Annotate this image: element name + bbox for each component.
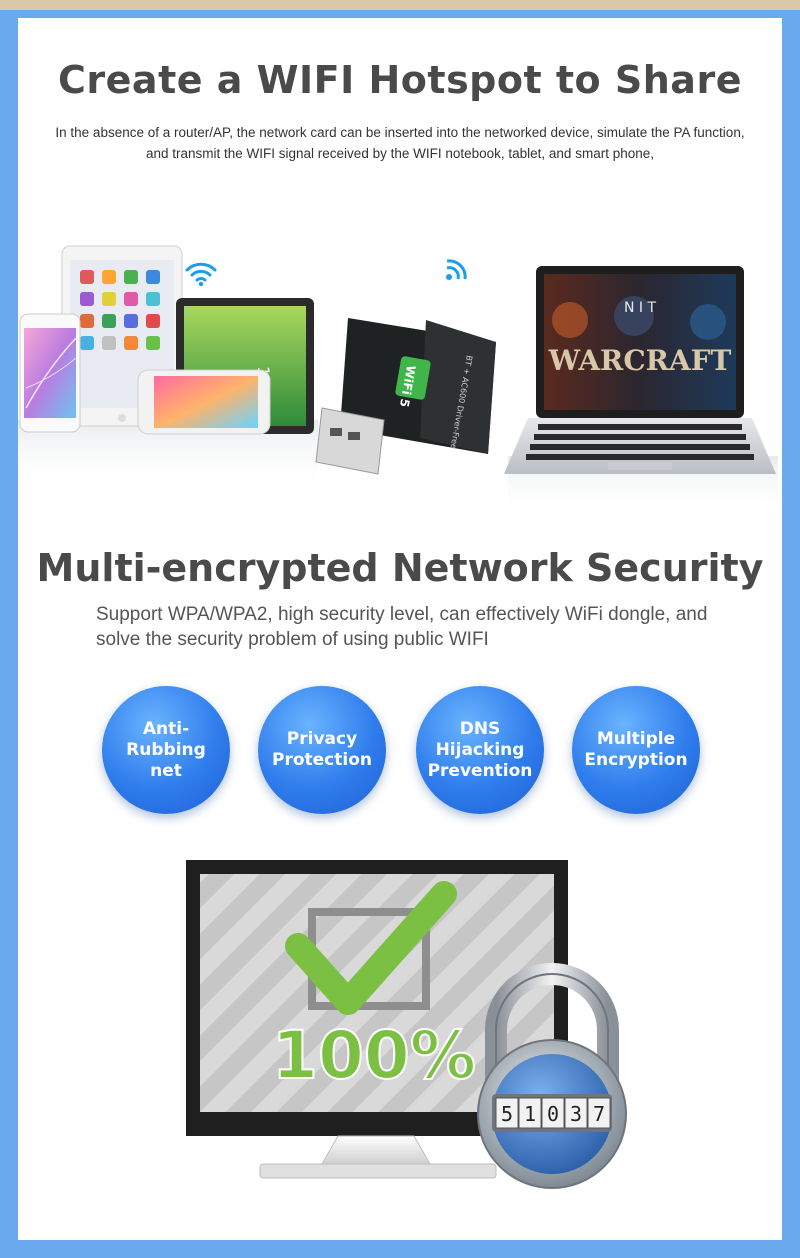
feature-circles: Anti-Rubbing net Privacy Protection DNS … bbox=[18, 686, 782, 816]
lock-digit: 0 bbox=[547, 1102, 559, 1126]
lock-digit: 3 bbox=[570, 1102, 582, 1126]
feature-dns-hijacking-prevention: DNS Hijacking Prevention bbox=[416, 686, 544, 814]
laptop-illustration: N I T WARCRAFT bbox=[504, 266, 776, 474]
wifi-signal-icon bbox=[185, 262, 217, 287]
lock-code-dials: 5 1 0 3 7 bbox=[495, 1097, 611, 1129]
percent-label: 100% bbox=[272, 1017, 476, 1094]
feature-label: Anti-Rubbing net bbox=[126, 718, 206, 781]
content-panel: Create a WIFI Hotspot to Share In the ab… bbox=[18, 18, 782, 1240]
phone-front-illustration bbox=[137, 369, 271, 435]
usb-wifi-adapter-illustration: WiFi 5 BT + AC600 Driver-Free bbox=[315, 318, 496, 475]
section2-description: Support WPA/WPA2, high security level, c… bbox=[96, 604, 708, 650]
security-illustration: 100% 5 1 0 3 bbox=[186, 860, 627, 1189]
devices-illustration: 14:00 WiFi 5 BT + AC600 Driver-Free bbox=[18, 245, 778, 516]
phone-left-illustration bbox=[19, 313, 81, 433]
section1-title: Create a WIFI Hotspot to Share bbox=[58, 58, 742, 102]
feature-label: DNS Hijacking Prevention bbox=[427, 718, 533, 781]
checkmark-icon bbox=[285, 881, 457, 1015]
lock-digit: 5 bbox=[501, 1102, 513, 1126]
laptop-game-top: N I T bbox=[624, 300, 657, 316]
feature-label: Privacy Protection bbox=[272, 729, 372, 770]
feature-multiple-encryption: Multiple Encryption bbox=[572, 686, 700, 814]
section1-description: In the absence of a router/AP, the netwo… bbox=[55, 125, 745, 161]
feature-anti-rubbing: Anti-Rubbing net bbox=[102, 686, 230, 814]
lock-digit: 7 bbox=[593, 1102, 605, 1126]
lock-digit: 1 bbox=[524, 1102, 536, 1126]
feature-privacy-protection: Privacy Protection bbox=[258, 686, 386, 814]
feature-label: Multiple Encryption bbox=[584, 729, 688, 770]
padlock-icon: 5 1 0 3 7 bbox=[477, 963, 627, 1189]
top-strip bbox=[0, 0, 800, 10]
signal-broadcast-icon bbox=[446, 259, 467, 280]
laptop-game-title: WARCRAFT bbox=[548, 344, 732, 377]
section2-title: Multi-encrypted Network Security bbox=[36, 546, 764, 590]
